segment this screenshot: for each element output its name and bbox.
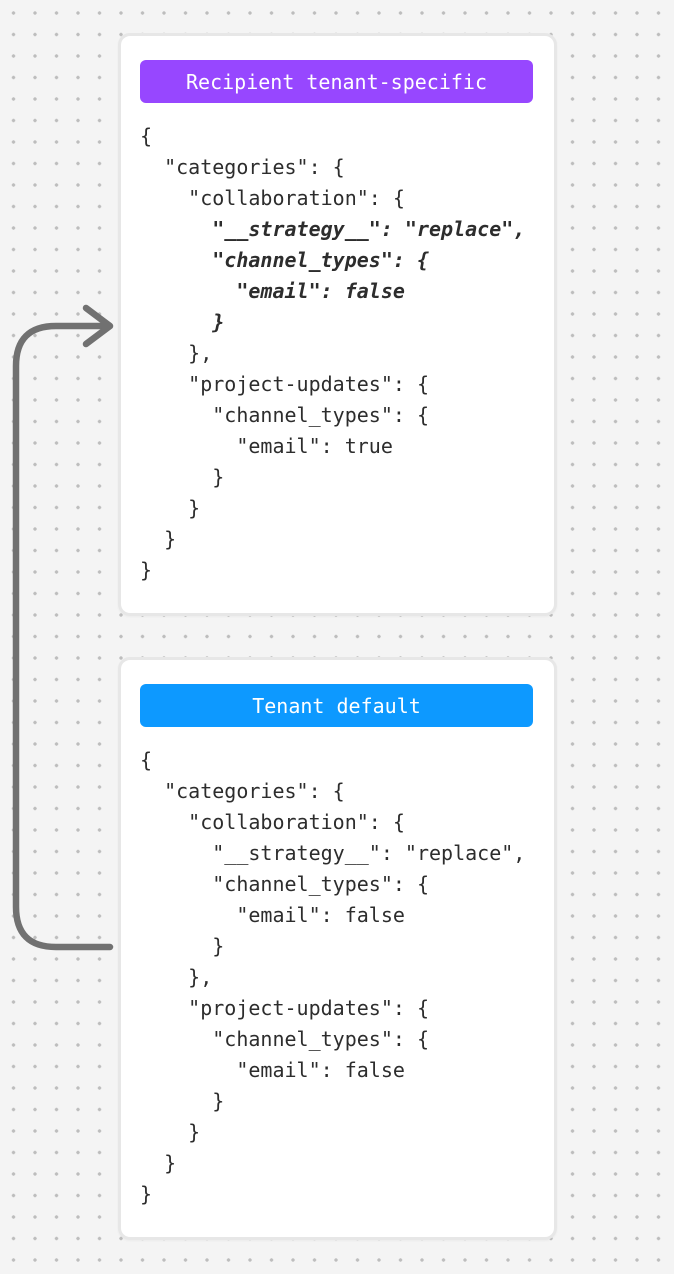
code-line: } xyxy=(140,558,153,582)
code-line: "categories": { xyxy=(140,155,345,179)
recipient-tenant-specific-card: Recipient tenant-specific { "categories"… xyxy=(118,33,557,616)
recipient-tenant-specific-json: { "categories": { "collaboration": { "__… xyxy=(140,121,554,586)
code-line: "email": false xyxy=(140,1058,405,1082)
code-line: "email": false xyxy=(140,279,405,303)
code-line: } xyxy=(140,1182,153,1206)
code-line: "channel_types": { xyxy=(140,1027,429,1051)
code-line: } xyxy=(140,527,177,551)
code-line: { xyxy=(140,748,153,772)
code-line: "__strategy__": "replace", xyxy=(140,841,526,865)
tenant-default-json: { "categories": { "collaboration": { "__… xyxy=(140,745,554,1210)
code-line: "email": false xyxy=(140,903,405,927)
recipient-tenant-specific-badge: Recipient tenant-specific xyxy=(140,60,533,103)
code-line: "project-updates": { xyxy=(140,996,429,1020)
code-line: "project-updates": { xyxy=(140,372,429,396)
code-line: { xyxy=(140,124,153,148)
code-line: } xyxy=(140,1089,225,1113)
code-line: } xyxy=(140,934,225,958)
code-line: "collaboration": { xyxy=(140,186,405,210)
flow-arrow-line xyxy=(12,322,114,951)
code-line: "categories": { xyxy=(140,779,345,803)
tenant-default-badge: Tenant default xyxy=(140,684,533,727)
code-line: } xyxy=(140,465,225,489)
code-line: } xyxy=(140,1120,201,1144)
code-line: "channel_types": { xyxy=(140,872,429,896)
code-line: "channel_types": { xyxy=(140,403,429,427)
code-line: "__strategy__": "replace", xyxy=(140,217,526,241)
code-line: } xyxy=(140,1151,177,1175)
code-line: "collaboration": { xyxy=(140,810,405,834)
code-line: "email": true xyxy=(140,434,393,458)
code-line: }, xyxy=(140,341,213,365)
code-line: } xyxy=(140,310,225,334)
code-line: } xyxy=(140,496,201,520)
code-line: "channel_types": { xyxy=(140,248,429,272)
flow-arrow-head xyxy=(82,304,114,348)
code-line: }, xyxy=(140,965,213,989)
tenant-default-card: Tenant default { "categories": { "collab… xyxy=(118,657,557,1240)
